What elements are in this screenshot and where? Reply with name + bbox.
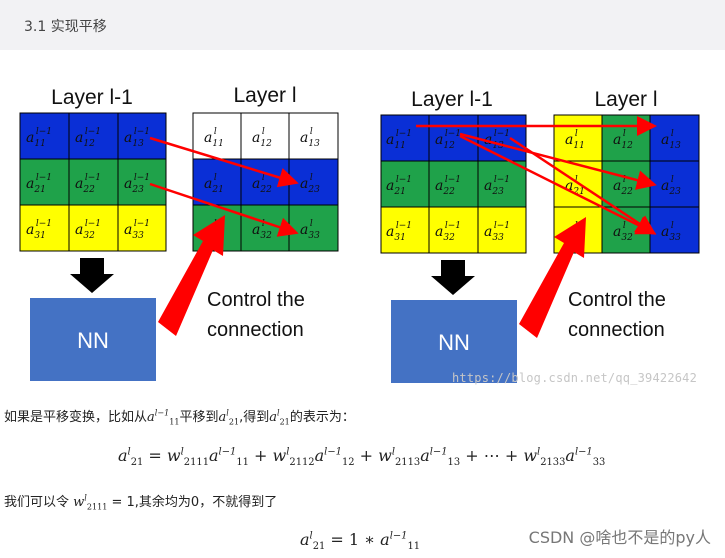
formula-translation-sum: al21 = wl2111al−111 + wl2112al−112 + wl2… [118,446,606,469]
paragraph-2: 我们可以令 wl2111 = 1,其余均为0，不就得到了 [4,491,278,512]
p1-mid2: ,得到 [239,410,270,425]
right-nn-label: NN [438,330,470,355]
image-watermark: https://blog.csdn.net/qq_39422642 [452,371,698,385]
p2-suffix: 其余均为0，不就得到了 [138,495,278,510]
section-title: 3.1 实现平移 [24,19,107,35]
p2-math-w2111: wl2111 [73,493,108,512]
figure-svg: Layer l-1 Layer l a11l−1 a12l−1 a13l−1 a… [19,84,700,383]
section-header: 3.1 实现平移 [0,0,725,50]
formula-result: al21 = 1 ∗ al−111 [300,530,421,553]
right-control-arrow-icon [519,217,586,338]
paragraph-1: 如果是平移变换，比如从al−111平移到al21,得到al21的表示为： [4,406,355,427]
right-nn-box [391,300,517,383]
p1-prefix: 如果是平移变换，比如从 [4,410,148,425]
left-nn-box [30,298,156,381]
translation-figure: Layer l-1 Layer l a11l−1 a12l−1 a13l−1 a… [0,80,725,390]
left-output-layer-label: Layer l [233,84,296,107]
p1-math-a21-a: al21 [218,408,240,427]
p2-eq: = 1, [107,495,139,510]
left-input-layer-label: Layer l-1 [51,86,133,109]
left-control-line2: connection [207,319,304,341]
csdn-watermark: CSDN @啥也不是的py人 [528,528,711,547]
left-control-arrow-icon [158,215,225,336]
right-control-line1: Control the [568,289,666,311]
right-input-grid: a11l−1 a12l−1 a13l−1 a21l−1 a22l−1 a23l−… [380,114,527,254]
right-control-line2: connection [568,319,665,341]
left-nn-label: NN [77,328,109,353]
p2-prefix: 我们可以令 [4,495,70,510]
left-control-line1: Control the [207,289,305,311]
p1-math-a11: al−111 [147,408,180,427]
right-down-arrow-icon [431,260,475,295]
p1-mid1: 平移到 [179,410,219,425]
left-connection-arrows [149,136,299,237]
left-down-arrow-icon [70,258,114,293]
left-input-grid: a11l−1 a12l−1 a13l−1 a21l−1 a22l−1 a23l−… [19,112,167,252]
right-input-layer-label: Layer l-1 [411,88,493,111]
p1-math-a21-b: al21 [269,408,290,427]
right-connection-arrows [416,116,657,235]
p1-suffix: 的表示为： [289,410,355,425]
right-output-layer-label: Layer l [594,88,657,111]
